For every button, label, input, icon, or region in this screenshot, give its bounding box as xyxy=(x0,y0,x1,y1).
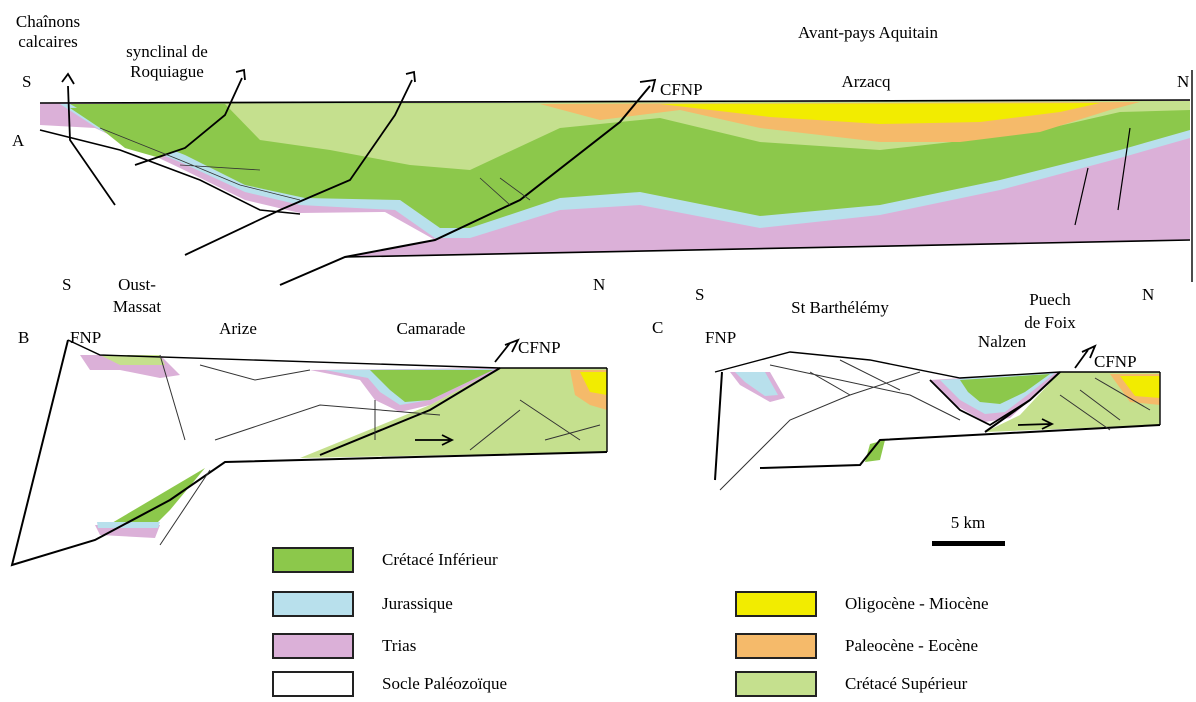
section-a-fault-chainons xyxy=(67,85,116,206)
legend-item-oligocene-miocene: Oligocène - Miocène xyxy=(735,590,989,618)
section-c-cfnp-label: CFNP xyxy=(1094,352,1137,371)
section-b-fnp-fault xyxy=(10,339,608,567)
section-a-fault-arrow-1 xyxy=(61,72,75,85)
section-a-north-label: N xyxy=(1177,72,1190,91)
section-c-cfnp-arrow xyxy=(1074,344,1097,369)
section-b-cfnp-label: CFNP xyxy=(518,338,561,357)
section-b-camarade-cretace xyxy=(370,370,493,402)
oust-massat-label-line2: Massat xyxy=(112,297,162,316)
section-a-fault-roquiague xyxy=(134,77,243,166)
section-c-nalzen-fault xyxy=(929,379,1031,427)
section-c-socle xyxy=(715,352,1160,480)
section-a xyxy=(39,68,1193,286)
section-a-oligocene-miocene xyxy=(660,103,1100,124)
section-a-base-line xyxy=(344,239,1191,258)
legend-item-paleocene-eocene: Paleocène - Eocène xyxy=(735,632,978,660)
legend-label: Socle Paléozoïque xyxy=(382,674,508,693)
section-a-letter: A xyxy=(12,131,25,150)
section-b-thrust-arrow xyxy=(415,434,455,446)
legend-swatch xyxy=(735,633,817,659)
section-a-fault-arrow-3 xyxy=(405,70,416,83)
section-a-fault-middle xyxy=(184,79,413,256)
section-b-topography xyxy=(67,339,607,369)
st-barthelemy-label: St Barthélémy xyxy=(791,298,889,317)
section-a-left-patch xyxy=(70,104,225,158)
chainons-calcaires-label-line1: Chaînons xyxy=(15,12,81,31)
section-b-letter: B xyxy=(18,328,30,347)
legend-label: Trias xyxy=(382,636,417,655)
camarade-label: Camarade xyxy=(396,319,466,338)
legend-label: Paleocène - Eocène xyxy=(845,636,979,655)
puech-de-foix-label-line2: de Foix xyxy=(1024,313,1076,332)
section-c-nalzen-cretace xyxy=(960,374,1050,404)
legend-swatch xyxy=(735,671,817,697)
legend-swatch xyxy=(272,547,354,573)
section-c-letter: C xyxy=(652,318,664,337)
oust-massat-label-line1: Oust- xyxy=(118,275,156,294)
section-a-south-label: S xyxy=(22,72,32,91)
section-a-cfnp-arrow xyxy=(639,78,657,93)
section-b-south-label: S xyxy=(62,275,72,294)
section-b-oligocene xyxy=(580,372,607,395)
legend-swatch xyxy=(272,671,354,697)
legend-item-trias: Trias xyxy=(272,632,416,660)
section-c-base-green xyxy=(865,440,885,462)
section-b-internal-faults xyxy=(159,354,601,546)
section-c-south-label: S xyxy=(695,285,705,304)
section-b-fnp-label: FNP xyxy=(70,328,102,347)
scale-label: 5 km xyxy=(950,513,986,532)
section-a-right-faults xyxy=(1074,127,1131,226)
legend-swatch xyxy=(272,633,354,659)
section-c-fnp-label: FNP xyxy=(705,328,737,347)
arzacq-label: Arzacq xyxy=(841,72,891,91)
puech-de-foix-label-line1: Puech xyxy=(1029,290,1071,309)
section-c-north-label: N xyxy=(1142,285,1155,304)
section-c-oligocene xyxy=(1120,376,1160,398)
legend-label: Jurassique xyxy=(382,594,453,613)
legend-item-cretace-inferieur: Crétacé Inférieur xyxy=(272,546,498,574)
section-a-thrust-base xyxy=(39,129,301,215)
legend-label: Crétacé Supérieur xyxy=(845,674,968,693)
section-b xyxy=(10,338,608,567)
section-b-bottom-trias xyxy=(95,525,160,538)
section-a-cfnp-label: CFNP xyxy=(660,80,703,99)
synclinal-label-line1: synclinal de xyxy=(126,42,208,61)
section-c xyxy=(714,344,1161,491)
section-a-internal-lines xyxy=(99,127,531,206)
section-a-fault-arrow-2 xyxy=(235,68,246,81)
synclinal-label-line2: Roquiague xyxy=(130,62,204,81)
section-c-thrust-arrow xyxy=(1017,418,1055,430)
section-b-cfnp-fault xyxy=(319,367,501,456)
legend-swatch xyxy=(735,591,817,617)
section-b-bottom-green xyxy=(100,468,205,530)
section-b-bottom-jur xyxy=(97,522,160,528)
section-c-fnp-jur xyxy=(735,372,778,396)
legend-item-socle: Socle Paléozoïque xyxy=(272,670,507,698)
legend-label: Crétacé Inférieur xyxy=(382,550,498,569)
section-b-cfnp-arrow xyxy=(494,338,520,363)
section-b-cretace-superieur xyxy=(300,368,607,458)
chainons-calcaires-label-line2: calcaires xyxy=(18,32,78,51)
legend-item-jurassique: Jurassique xyxy=(272,590,453,618)
scale-bar xyxy=(932,541,1005,546)
arize-label: Arize xyxy=(219,319,257,338)
legend-swatch xyxy=(272,591,354,617)
section-c-topography xyxy=(714,351,1160,379)
avant-pays-label: Avant-pays Aquitain xyxy=(798,23,938,42)
legend-item-cretace-superieur: Crétacé Supérieur xyxy=(735,670,967,698)
section-b-north-label: N xyxy=(593,275,606,294)
section-b-fnp-green xyxy=(100,355,165,365)
section-c-internal-faults xyxy=(719,359,1151,491)
section-a-cfnp-fault xyxy=(279,85,651,286)
legend-label: Oligocène - Miocène xyxy=(845,594,989,613)
section-c-fnp-fault xyxy=(714,371,1161,481)
nalzen-label: Nalzen xyxy=(977,332,1027,351)
